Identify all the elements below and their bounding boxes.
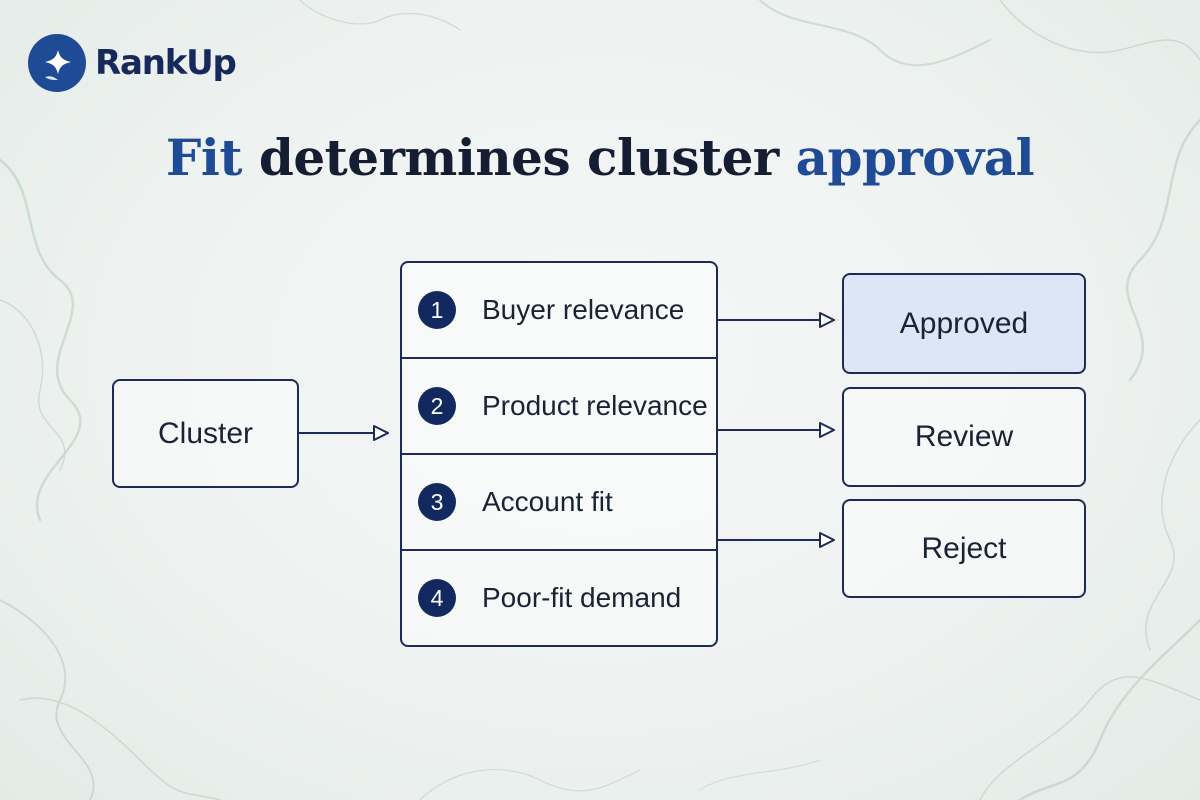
outcome-label: Reject bbox=[921, 531, 1007, 565]
criterion-label: Product relevance bbox=[482, 390, 708, 421]
criterion-number-badge: 1 bbox=[418, 291, 456, 329]
cluster-label: Cluster bbox=[157, 416, 254, 450]
criterion-row-2: 2 Product relevance bbox=[402, 359, 716, 455]
criterion-number-badge: 3 bbox=[418, 483, 456, 521]
title-accent-fit: Fit bbox=[165, 128, 243, 187]
cluster-node: Cluster bbox=[112, 379, 299, 488]
criteria-panel: 1 Buyer relevance 2 Product relevance 3 … bbox=[400, 261, 718, 647]
arrow-to-reject bbox=[718, 532, 835, 548]
page-title: Fit determines cluster approval bbox=[0, 128, 1200, 187]
criterion-label: Poor-fit demand bbox=[482, 582, 682, 613]
star-sparkle-logo-icon bbox=[28, 34, 86, 92]
arrow-cluster-to-criteria bbox=[299, 425, 389, 441]
criterion-number-badge: 4 bbox=[418, 579, 456, 617]
title-accent-approval: approval bbox=[795, 128, 1035, 187]
title-middle: determines cluster bbox=[241, 128, 796, 187]
criterion-label: Buyer relevance bbox=[482, 294, 685, 325]
criterion-row-4: 4 Poor-fit demand bbox=[402, 551, 716, 645]
outcome-label: Approved bbox=[899, 306, 1029, 340]
arrow-to-review bbox=[718, 422, 835, 438]
criterion-row-1: 1 Buyer relevance bbox=[402, 263, 716, 359]
outcome-review: Review bbox=[842, 387, 1086, 487]
outcome-label: Review bbox=[914, 420, 1014, 453]
criterion-label: Account fit bbox=[482, 486, 613, 517]
outcome-reject: Reject bbox=[842, 499, 1086, 598]
outcome-approved: Approved bbox=[842, 273, 1086, 374]
brand-name: RankUp bbox=[95, 43, 237, 83]
criterion-row-3: 3 Account fit bbox=[402, 455, 716, 551]
criterion-number-badge: 2 bbox=[418, 387, 456, 425]
brand-logo: RankUp bbox=[27, 30, 237, 96]
arrow-to-approved bbox=[718, 312, 835, 328]
